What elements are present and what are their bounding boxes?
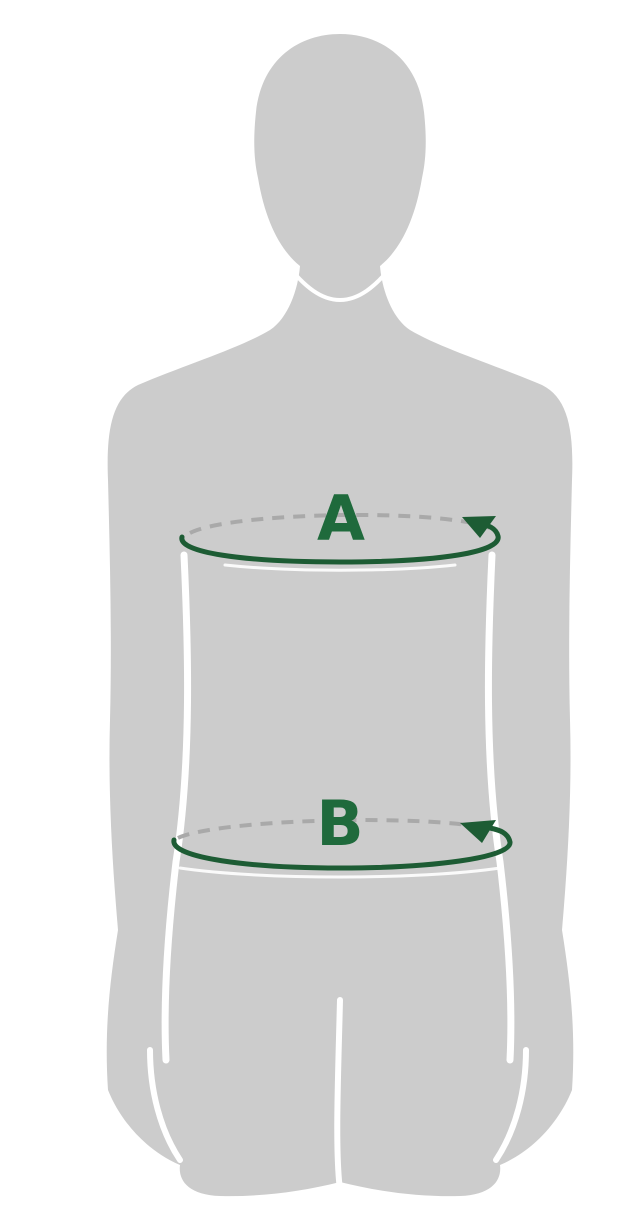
jaw-highlight xyxy=(283,260,397,303)
measure-a-label: A xyxy=(317,482,365,555)
left-arm-gap xyxy=(161,551,192,1064)
left-hand-gap xyxy=(147,1047,183,1163)
measure-a-dashed-line xyxy=(189,512,491,535)
body-silhouette xyxy=(106,34,574,1197)
measure-b-label: B xyxy=(316,787,363,860)
tape-loop-icon xyxy=(460,820,496,843)
leg-gap xyxy=(334,997,343,1193)
measure-b-solid-line xyxy=(171,825,513,871)
measure-a-solid-line xyxy=(179,520,501,565)
measure-b-arrowhead xyxy=(460,820,496,843)
measure-b-highlight xyxy=(178,866,502,879)
measure-a-arrowhead xyxy=(462,516,496,538)
tape-loop-icon xyxy=(462,516,496,538)
right-hand-gap xyxy=(493,1047,529,1163)
measure-a-highlight xyxy=(223,563,457,572)
